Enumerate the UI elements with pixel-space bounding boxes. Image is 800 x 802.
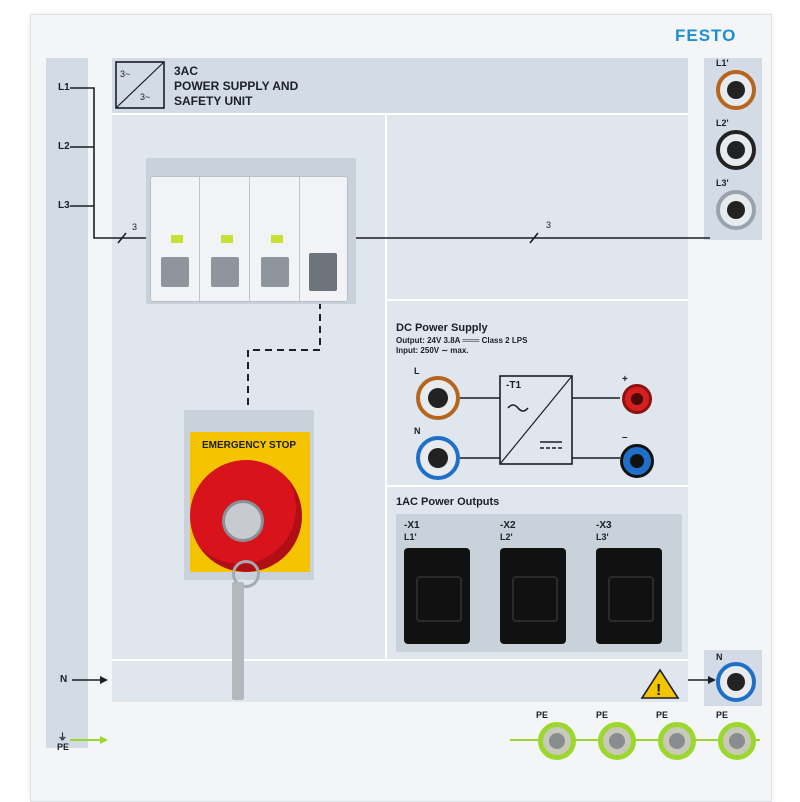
dc-supply-output-spec: Output: 24V 3.8A ═══ Class 2 LPS (396, 336, 528, 345)
estop-label: EMERGENCY STOP (202, 440, 297, 451)
output-label-l2: L2' (716, 118, 729, 128)
dc-supply-title: DC Power Supply (396, 322, 488, 334)
output-label-l1: L1' (716, 58, 729, 68)
input-label-l3: L3 (58, 200, 70, 211)
ac-socket-x3[interactable] (596, 548, 662, 644)
ac-outputs-title: 1AC Power Outputs (396, 496, 500, 508)
header-title-line1: 3AC (174, 64, 199, 78)
svg-text:!: ! (656, 682, 661, 699)
pe-label-2: PE (596, 710, 609, 720)
jack-dc-output-minus[interactable] (620, 444, 654, 478)
key-ring (232, 560, 260, 588)
dc-input-label-n: N (414, 426, 421, 436)
n-output-label: N (716, 652, 723, 662)
left-input-strip (46, 58, 88, 748)
breaker-indicator-3 (271, 235, 283, 243)
jack-l1-output[interactable] (716, 70, 756, 110)
pe-terminal-4[interactable] (718, 722, 756, 760)
header-title-line2: POWER SUPPLY AND (174, 79, 299, 93)
breaker-indicator-1 (171, 235, 183, 243)
breaker-toggle-2[interactable] (211, 257, 239, 287)
ac-socket-x1[interactable] (404, 548, 470, 644)
breaker-indicator-2 (221, 235, 233, 243)
jack-dc-output-plus[interactable] (622, 384, 652, 414)
input-label-l1: L1 (58, 82, 70, 93)
pe-label-4: PE (716, 710, 729, 720)
transformer-id: -T1 (506, 380, 521, 391)
pe-label-3: PE (656, 710, 669, 720)
jack-l2-output[interactable] (716, 130, 756, 170)
svg-text:3~: 3~ (140, 92, 150, 102)
input-label-l2: L2 (58, 141, 70, 152)
jack-dc-input-n[interactable] (416, 436, 460, 480)
socket-x1-phase: L1' (404, 532, 417, 542)
socket-x2-id: -X2 (500, 520, 516, 531)
pe-terminal-3[interactable] (658, 722, 696, 760)
circuit-breaker[interactable] (150, 176, 348, 302)
input-label-n: N (60, 674, 68, 685)
key[interactable] (232, 582, 244, 700)
breaker-toggle-3[interactable] (261, 257, 289, 287)
key-lock[interactable] (222, 500, 264, 542)
header-title-line3: SAFETY UNIT (174, 94, 253, 108)
festo-logo: FESTO (675, 26, 737, 45)
breaker-toggle-1[interactable] (161, 257, 189, 287)
jack-dc-input-l[interactable] (416, 376, 460, 420)
dc-output-plus-label: + (622, 374, 628, 385)
dc-input-label-l: L (414, 366, 420, 376)
dc-output-minus-label: – (622, 432, 628, 443)
dc-supply-input-spec: Input: 250V ∼ max. (396, 346, 469, 355)
pe-label-1: PE (536, 710, 549, 720)
output-label-l3: L3' (716, 178, 729, 188)
jack-n-output[interactable] (716, 662, 756, 702)
socket-x3-phase: L3' (596, 532, 609, 542)
svg-text:3~: 3~ (120, 69, 130, 79)
input-label-pe: PE (57, 742, 70, 752)
socket-x1-id: -X1 (404, 520, 420, 531)
socket-x3-id: -X3 (596, 520, 612, 531)
pe-terminal-1[interactable] (538, 722, 576, 760)
breaker-aux-contact (309, 253, 337, 291)
ac-socket-x2[interactable] (500, 548, 566, 644)
input-wire-count: 3 (132, 222, 138, 232)
output-wire-count: 3 (546, 220, 552, 230)
jack-l3-output[interactable] (716, 190, 756, 230)
pe-terminal-2[interactable] (598, 722, 636, 760)
header-panel (112, 58, 688, 114)
pe-ground-icon: ⏚ (58, 732, 68, 742)
socket-x2-phase: L2' (500, 532, 513, 542)
